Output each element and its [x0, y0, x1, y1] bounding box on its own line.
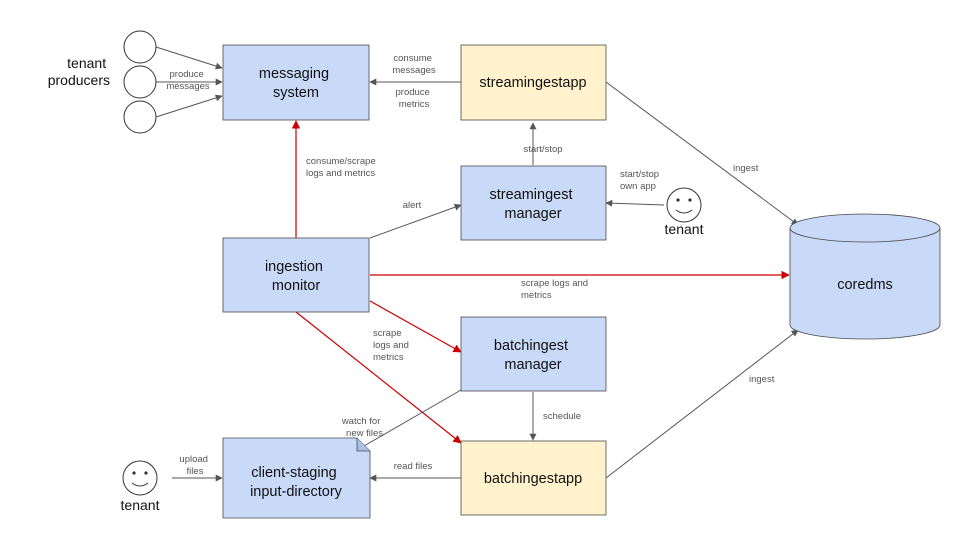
- label-start-stop-own-app: start/stop own app: [620, 169, 662, 192]
- label-consume-scrape: consume/scrape logs and metrics: [306, 156, 378, 179]
- producer-circle-2: [123, 65, 157, 99]
- node-ingestion-monitor-label: ingestion monitor: [265, 259, 327, 294]
- producer-circle-3: [123, 100, 157, 134]
- tenant-right-label: tenant: [665, 221, 704, 237]
- tenant-smiley-icon: [666, 187, 702, 223]
- edge-producer-1: [155, 46, 223, 70]
- tenant-producers-label: tenant producers: [48, 55, 110, 88]
- label-scrape-logs-metrics: scrape logs and metrics: [521, 278, 591, 301]
- label-watch-files: watch for new files: [341, 416, 383, 439]
- node-client-staging: [222, 437, 371, 519]
- node-batchingestapp: [460, 440, 607, 516]
- edge-producer-3: [155, 94, 223, 118]
- node-coredms-label: coredms: [837, 277, 893, 293]
- edge-alert: [369, 203, 462, 239]
- node-batchingest-manager: [460, 316, 607, 392]
- node-messaging-system: [222, 44, 370, 121]
- node-streamingest-manager-label: streamingest manager: [489, 187, 576, 222]
- node-batchingest-manager-label: batchingest manager: [494, 338, 572, 373]
- edge-tenant-manager: [605, 199, 665, 207]
- edge-watch-files: [356, 389, 462, 451]
- label-consume-messages: consume messages: [392, 53, 436, 76]
- label-ingest-bottom: ingest: [749, 374, 775, 385]
- tenant-left-label: tenant: [121, 497, 160, 513]
- label-schedule: schedule: [543, 411, 581, 422]
- label-produce-metrics: produce metrics: [396, 87, 433, 110]
- label-alert: alert: [403, 200, 422, 211]
- label-produce-messages: produce messages: [166, 69, 210, 92]
- label-scrape-logs: scrape logs and metrics: [373, 328, 412, 363]
- label-start-stop: start/stop: [523, 144, 562, 155]
- node-streamingestapp-label: streamingestapp: [479, 75, 586, 91]
- label-upload-files: upload files: [179, 454, 210, 477]
- label-read-files: read files: [394, 461, 433, 472]
- node-streamingest-manager: [460, 165, 607, 241]
- node-ingestion-monitor: [222, 237, 370, 313]
- tenant-smiley-icon: [122, 460, 158, 496]
- edge-scrape-batchingestapp: [295, 311, 462, 444]
- node-batchingestapp-label: batchingestapp: [484, 471, 582, 487]
- edge-scrape-batch-manager: [369, 300, 462, 353]
- node-messaging-system-label: messaging system: [259, 66, 333, 101]
- label-ingest-top: ingest: [733, 163, 759, 174]
- edge-ingest-stream: [605, 81, 799, 226]
- producer-circle-1: [123, 30, 157, 64]
- node-client-staging-fold: [356, 438, 370, 452]
- node-coredms: [789, 213, 941, 340]
- node-streamingestapp: [460, 44, 607, 121]
- edge-ingest-batch: [605, 329, 799, 479]
- node-client-staging-label: client-staging input-directory: [250, 465, 343, 500]
